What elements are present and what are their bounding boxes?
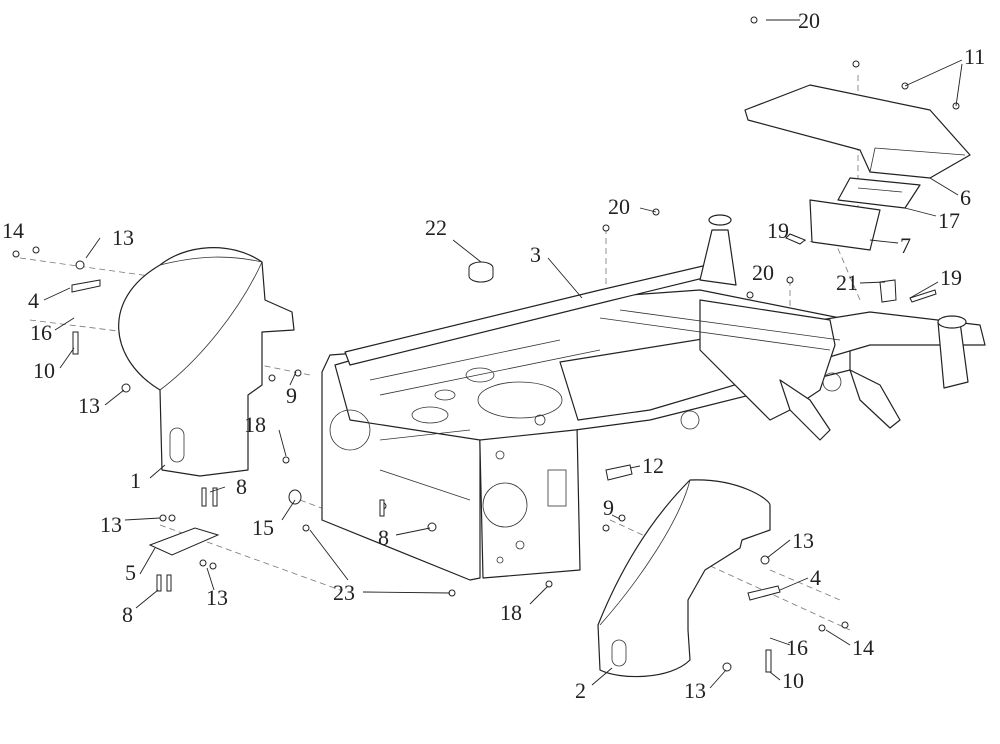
- callout-11: 11: [964, 44, 985, 69]
- callout-13-bottom-left: 13: [206, 585, 228, 610]
- callout-8-center: 8: [378, 525, 389, 550]
- callout-19-right: 19: [940, 265, 962, 290]
- callout-22: 22: [425, 215, 447, 240]
- callout-10-left: 10: [33, 358, 55, 383]
- callout-4-right: 4: [810, 565, 821, 590]
- left-fender: [118, 247, 295, 477]
- callout-13-lower-left: 13: [100, 512, 122, 537]
- callout-6: 6: [960, 185, 971, 210]
- callout-8-upper: 8: [236, 474, 247, 499]
- callout-18-right: 18: [500, 600, 522, 625]
- callout-13-mid-left: 13: [78, 393, 100, 418]
- callout-8-lower: 8: [122, 602, 133, 627]
- callout-13-top-left: 13: [112, 225, 134, 250]
- callout-19-left: 19: [767, 218, 789, 243]
- callout-5: 5: [125, 560, 136, 585]
- callout-16-left: 16: [30, 320, 52, 345]
- main-frame: [321, 214, 986, 581]
- callout-16-right: 16: [786, 635, 808, 660]
- callout-23: 23: [333, 580, 355, 605]
- top-cover: [744, 84, 971, 179]
- leader-lines: [43, 19, 963, 689]
- bracket-7: [809, 199, 881, 251]
- callout-20-mid: 20: [608, 194, 630, 219]
- callout-12: 12: [642, 453, 664, 478]
- callout-2: 2: [575, 678, 586, 703]
- callout-9-left: 9: [286, 383, 297, 408]
- callout-13-right-upper: 13: [792, 528, 814, 553]
- callout-18-left: 18: [244, 412, 266, 437]
- callout-15: 15: [252, 515, 274, 540]
- callout-14-left: 14: [2, 218, 24, 243]
- callout-10-right: 10: [782, 668, 804, 693]
- callout-13-right-lower: 13: [684, 678, 706, 703]
- callout-14-right: 14: [852, 635, 874, 660]
- callout-20-right: 20: [752, 260, 774, 285]
- callout-20-top: 20: [798, 8, 820, 33]
- callout-9-right: 9: [603, 495, 614, 520]
- callout-17: 17: [938, 208, 960, 233]
- callout-7: 7: [900, 233, 911, 258]
- callout-labels: 20 11 6 17 7 19 20 20 21 19 22 3 14 13 4…: [2, 8, 985, 703]
- callout-1: 1: [130, 468, 141, 493]
- callout-3: 3: [530, 242, 541, 267]
- plate-17: [837, 177, 921, 209]
- callout-21: 21: [836, 270, 858, 295]
- right-fender: [597, 479, 771, 678]
- callout-4-left: 4: [28, 288, 39, 313]
